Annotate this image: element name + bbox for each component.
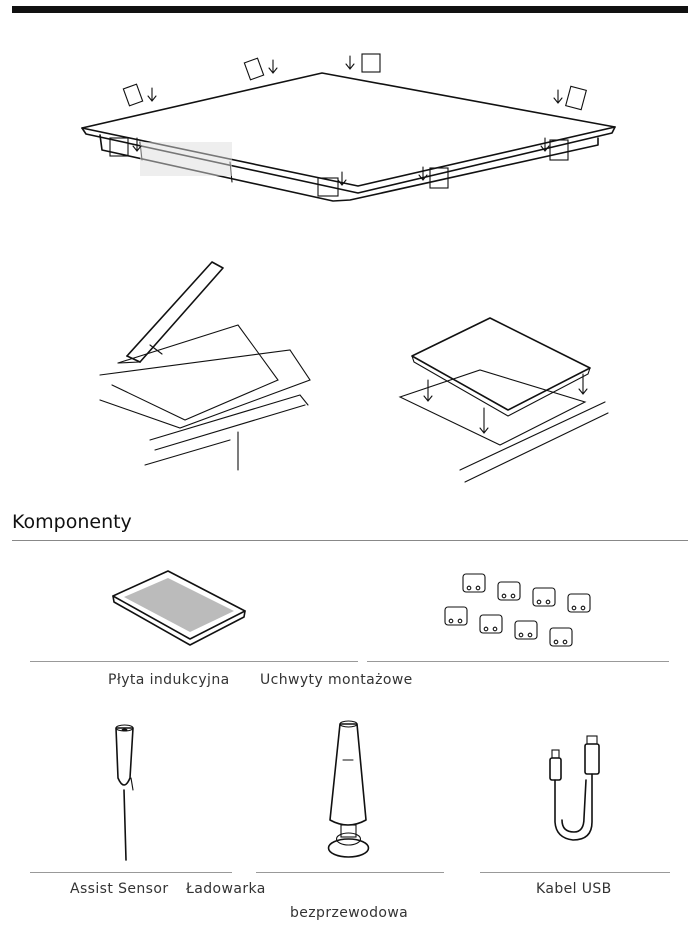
wireless-charger-label-line1: Ładowarka <box>186 881 266 897</box>
usb-cable-image <box>549 735 600 841</box>
usb-cable-label: Kabel USB <box>536 881 612 897</box>
mounting-brackets-label: Uchwyty montażowe <box>260 672 413 688</box>
assist-sensor-rule <box>30 872 232 873</box>
wireless-charger-rule <box>256 872 444 873</box>
mounting-brackets-rule <box>367 661 669 662</box>
wireless-charger-label-line2: bezprzewodowa <box>290 905 409 921</box>
induction-plate-image <box>112 570 246 646</box>
cooktop-with-brackets-illustration <box>81 53 616 202</box>
top-divider-bar <box>12 6 688 13</box>
usb-cable-rule <box>480 872 670 873</box>
assist-sensor-label: Assist Sensor <box>70 881 169 897</box>
assist-sensor-image <box>115 724 134 861</box>
plate-placement-illustration <box>398 317 609 483</box>
countertop-cutout-illustration <box>99 261 311 471</box>
induction-plate-label: Płyta indukcyjna <box>108 672 230 688</box>
section-title-underline <box>12 540 688 541</box>
induction-plate-rule <box>30 661 358 662</box>
mounting-brackets-image <box>444 573 591 647</box>
components-section-title: Komponenty <box>12 511 132 533</box>
wireless-charger-image <box>327 720 370 858</box>
